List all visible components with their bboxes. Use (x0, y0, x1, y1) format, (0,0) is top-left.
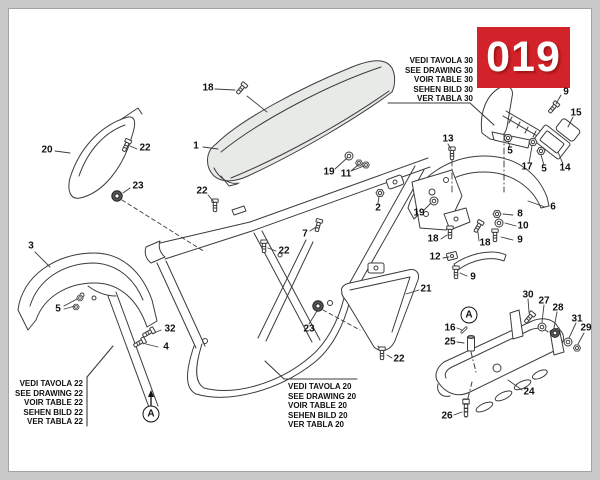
plate-holder-shape (480, 85, 581, 193)
leader-lines (34, 88, 585, 416)
part-label-32: 32 (164, 323, 176, 335)
part-label-18: 18 (202, 82, 214, 94)
part-label-7: 7 (302, 228, 308, 240)
chain-strip-shape (445, 251, 507, 271)
part-label-27: 27 (538, 295, 550, 307)
part-label-25: 25 (444, 336, 456, 348)
part-label-14: 14 (559, 162, 571, 174)
reference-line: VEDI TAVOLA 22 (19, 379, 83, 388)
reference-line: VEDI TAVOLA 30 (409, 56, 473, 65)
part-label-24: 24 (523, 386, 535, 398)
part-label-23: 23 (303, 323, 315, 335)
reference-line: VEDI TAVOLA 20 (288, 382, 352, 391)
part-label-23: 23 (132, 180, 144, 192)
reference-line: VOIR TABLE 30 (414, 75, 473, 84)
view-marker-A: A (142, 405, 160, 423)
fork-shape (107, 291, 159, 411)
part-label-9: 9 (517, 234, 523, 246)
reference-line: VER TABLA 30 (416, 94, 473, 103)
seat-shape (207, 60, 396, 187)
part-label-2: 2 (375, 202, 381, 214)
reference-line: SEE DRAWING 22 (14, 388, 83, 398)
part-label-21: 21 (420, 283, 432, 295)
reference-line: SEE DRAWING 20 (288, 391, 357, 401)
part-label-19: 19 (413, 207, 425, 219)
front-fender-shape (17, 252, 159, 411)
skid-plate-shape (435, 309, 565, 413)
part-label-5: 5 (541, 163, 547, 175)
part-label-16: 16 (444, 322, 456, 334)
part-label-22: 22 (278, 245, 290, 257)
part-label-6: 6 (550, 201, 556, 213)
part-label-17: 17 (521, 161, 533, 173)
part-label-5: 5 (55, 303, 61, 315)
part-label-26: 26 (441, 410, 453, 422)
part-label-28: 28 (552, 302, 564, 314)
part-label-22: 22 (139, 142, 151, 154)
part-label-31: 31 (571, 313, 583, 325)
part-label-4: 4 (163, 341, 169, 353)
reference-line: SEHEN BILD 22 (23, 407, 83, 417)
right-side-panel-shape (341, 262, 419, 353)
part-label-30: 30 (522, 289, 534, 301)
reference-line: VER TABLA 22 (26, 417, 83, 426)
part-label-22: 22 (196, 185, 208, 197)
reference-leaders (86, 102, 495, 427)
reference-line: SEE DRAWING 30 (404, 65, 473, 75)
reference-line: SEHEN BILD 30 (413, 84, 473, 94)
part-label-18: 18 (427, 233, 439, 245)
reference-line: VER TABLA 20 (288, 420, 345, 429)
part-label-5: 5 (507, 145, 513, 157)
part-label-13: 13 (442, 133, 454, 145)
view-marker-A: A (460, 306, 478, 324)
part-label-19: 19 (323, 166, 335, 178)
fasteners (72, 81, 582, 418)
part-label-8: 8 (517, 208, 523, 220)
part-label-1: 1 (193, 140, 199, 152)
view-arrow (148, 390, 154, 406)
part-label-20: 20 (41, 144, 53, 156)
part-label-10: 10 (517, 220, 529, 232)
part-label-12: 12 (429, 251, 441, 263)
reference-line: SEHEN BILD 20 (288, 410, 348, 420)
part-label-15: 15 (570, 107, 582, 119)
part-label-29: 29 (580, 322, 592, 334)
drawing-number-badge: 019 (477, 27, 570, 88)
part-label-22: 22 (393, 353, 405, 365)
part-label-9: 9 (470, 271, 476, 283)
part-label-18: 18 (479, 237, 491, 249)
part-label-3: 3 (28, 240, 34, 252)
reference-line: VOIR TABLE 20 (288, 401, 347, 410)
reference-line: VOIR TABLE 22 (24, 398, 83, 407)
part-label-11: 11 (340, 168, 352, 180)
part-label-9: 9 (563, 86, 569, 98)
left-side-panel-shape (68, 107, 143, 199)
